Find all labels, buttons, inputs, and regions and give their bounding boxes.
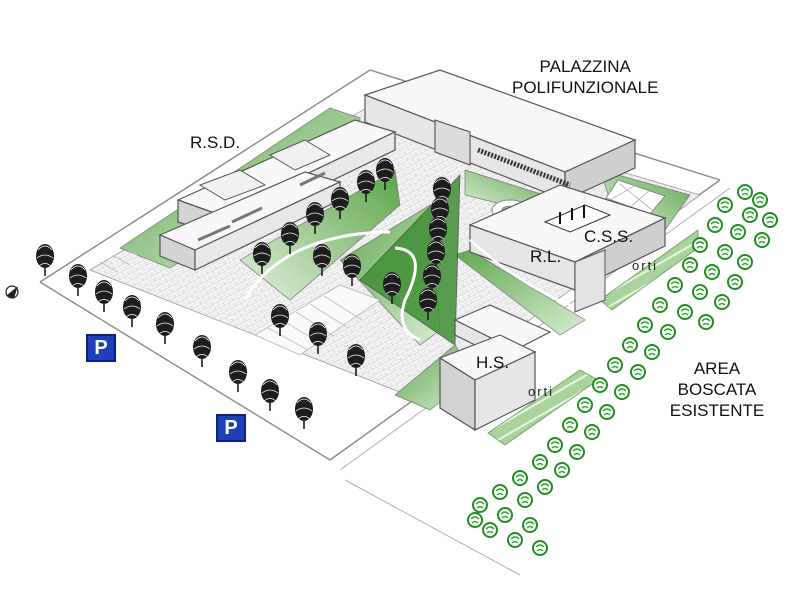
label-area-line1: AREA: [693, 359, 741, 378]
label-hs: H.S.: [476, 353, 510, 372]
label-orti-right: orti: [632, 258, 659, 273]
label-css: C.S.S.: [584, 227, 634, 246]
label-palazzina-line1: PALAZZINA: [539, 57, 631, 76]
label-rsd: R.S.D.: [190, 133, 241, 152]
parking-sign-icon: P: [86, 334, 116, 362]
label-area-line2: BOSCATA: [677, 380, 757, 399]
label-orti-bottom: orti: [528, 384, 555, 399]
parking-sign-icon: P: [216, 414, 246, 442]
north-arrow-icon: [5, 285, 19, 299]
label-palazzina: PALAZZINA POLIFUNZIONALE: [512, 56, 658, 98]
label-area-boscata: AREA BOSCATA ESISTENTE: [662, 358, 772, 421]
label-rl: R.L.: [530, 247, 562, 266]
label-palazzina-line2: POLIFUNZIONALE: [512, 78, 659, 97]
label-area-line3: ESISTENTE: [669, 401, 765, 420]
